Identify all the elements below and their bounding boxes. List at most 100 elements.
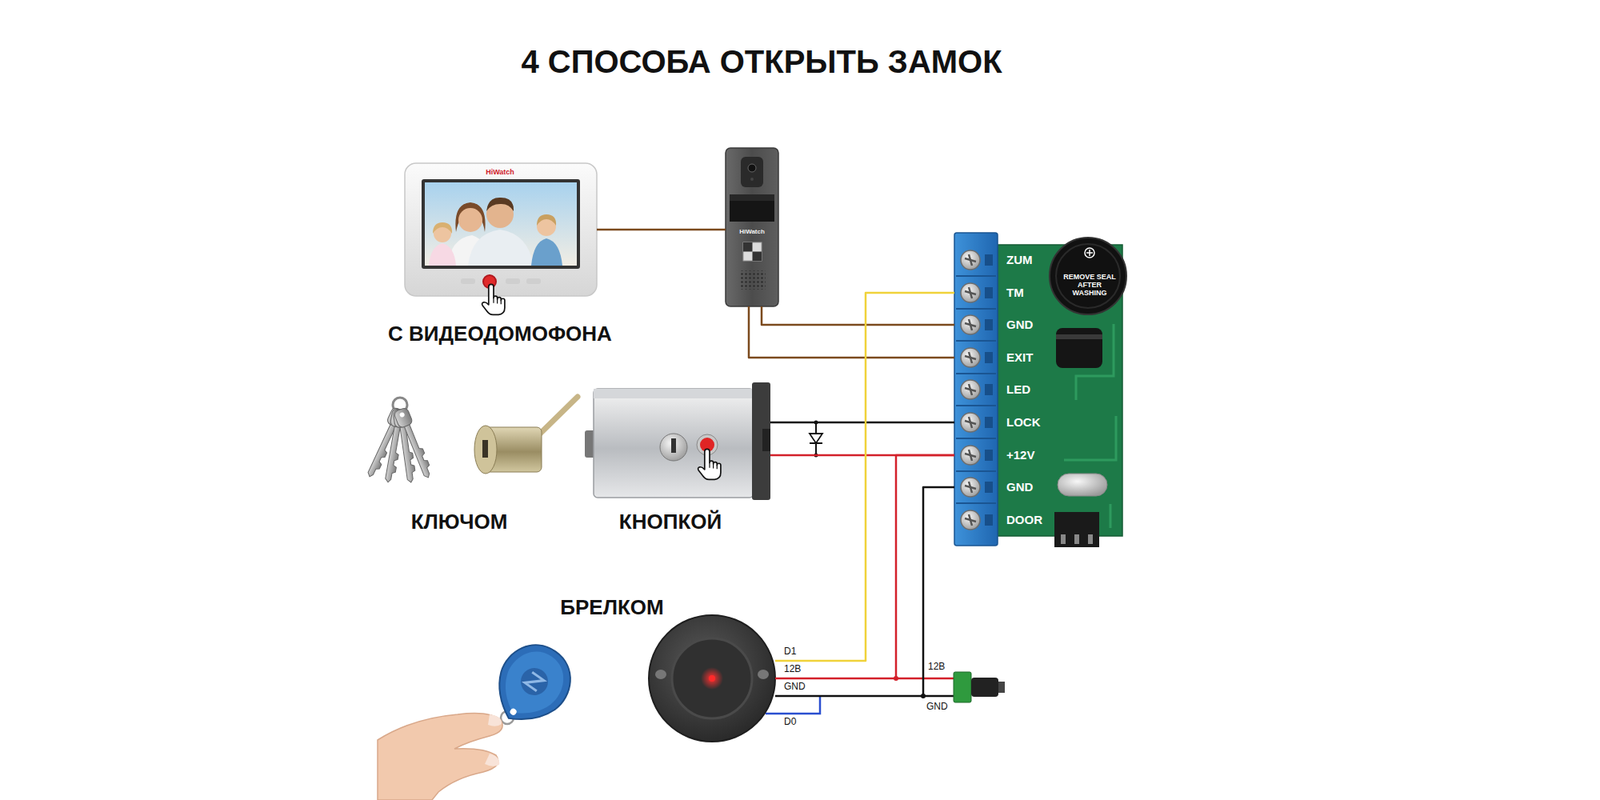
video-monitor-drawing — [505, 278, 520, 284]
connector — [1060, 534, 1066, 544]
terminal-label: TM — [1006, 285, 1024, 300]
wire — [775, 487, 955, 696]
terminal-label: EXIT — [1006, 350, 1033, 364]
video-monitor-drawing — [404, 163, 597, 315]
brand-logo: HiWatch — [485, 168, 515, 176]
terminal-label: +12V — [1006, 448, 1035, 462]
terminal-separators — [956, 372, 996, 375]
video-monitor: HiWatchС ВИДЕОДОМОФОНА — [404, 163, 597, 296]
brand-logo: HiWatch — [739, 228, 765, 236]
title: 4 СПОСОБА ОТКРЫТЬ ЗАМОК — [520, 43, 1002, 80]
controller-board-drawing — [1064, 416, 1116, 460]
keys-drawing — [393, 407, 435, 481]
mechanical-keys: КЛЮЧОМ — [382, 392, 579, 498]
terminal-label: GND — [1006, 317, 1033, 332]
power-jack — [896, 677, 954, 680]
wire — [761, 306, 955, 325]
pointer-hand — [698, 448, 721, 480]
controller-board-drawing — [1109, 504, 1112, 528]
wire — [748, 306, 955, 358]
capacitor — [1056, 328, 1103, 368]
hand-with-key-fob — [480, 631, 584, 738]
keys-drawing — [362, 396, 578, 484]
capacitor — [1056, 334, 1103, 340]
terminal-separators — [956, 276, 996, 504]
diode-symbol — [809, 433, 823, 444]
terminal-screw — [960, 250, 993, 530]
lock-cylinder — [482, 440, 488, 458]
power-jack — [953, 672, 972, 703]
terminal-screw — [960, 348, 993, 368]
wire — [775, 292, 955, 661]
d0-wire — [765, 696, 820, 714]
buzzer — [1088, 249, 1091, 256]
caption: КНОПКОЙ — [619, 510, 722, 535]
electric-lock: КНОПКОЙ — [584, 382, 771, 500]
buzzer — [1049, 237, 1127, 315]
terminal-label: DOOR — [1006, 512, 1043, 527]
family-photo — [432, 222, 452, 234]
family-photo — [531, 238, 563, 266]
call-panel-drawing — [729, 194, 775, 222]
call-panel-drawing — [739, 270, 766, 290]
connector — [1054, 512, 1100, 548]
terminal-label: LOCK — [1006, 415, 1041, 429]
call-panel-drawing — [752, 252, 763, 262]
pin-name: D0 — [784, 716, 796, 728]
buzzer — [1084, 248, 1095, 258]
hand-with-key-fob — [480, 631, 584, 738]
pin-name: 12В — [784, 664, 801, 676]
terminal-screw — [960, 477, 993, 497]
buzzer-sticker-text: REMOVE SEAL AFTER WASHING — [1063, 273, 1116, 298]
hand-with-key-fob — [489, 640, 575, 729]
video-monitor-drawing — [421, 179, 580, 269]
family-photo — [428, 197, 563, 266]
wire — [775, 455, 955, 679]
hand-with-key-fob — [515, 662, 553, 700]
video-monitor-drawing — [526, 278, 541, 284]
connector — [1088, 534, 1093, 544]
rfid-reader-drawing — [648, 615, 776, 742]
call-panel-drawing — [740, 156, 764, 188]
electric-lock-drawing — [671, 438, 676, 453]
rfid-reader: БРЕЛКОМ — [648, 615, 776, 742]
terminal-screw — [960, 510, 993, 530]
terminal-screw — [960, 445, 993, 465]
terminal-screw — [960, 315, 993, 335]
rfid-reader-drawing — [757, 669, 769, 680]
buzzer — [1056, 244, 1120, 308]
family-photo — [536, 214, 556, 226]
wire — [770, 421, 955, 424]
terminal-screw — [960, 250, 993, 270]
lock-cylinder — [537, 396, 578, 436]
call-panel-drawing — [743, 242, 753, 252]
terminal-separators — [956, 502, 996, 504]
family-photo — [486, 197, 514, 212]
hand-with-key-fob — [508, 707, 518, 716]
hand-with-key-fob — [377, 713, 503, 800]
rfid-reader-drawing — [672, 638, 752, 719]
video-monitor-drawing — [424, 182, 577, 266]
hand-with-key-fob — [377, 631, 584, 800]
capacitor — [1056, 328, 1103, 368]
electric-lock-drawing — [593, 388, 754, 498]
power-jack — [998, 681, 1005, 693]
buzzer — [1049, 237, 1127, 315]
call-panel: HiWatch — [725, 148, 779, 307]
electric-lock-drawing — [584, 382, 771, 500]
call-panel-drawing — [725, 148, 779, 307]
pin-name: GND — [926, 701, 948, 713]
call-panel-drawing — [750, 177, 754, 181]
terminal-separators — [956, 470, 996, 472]
pointer-hand — [482, 284, 505, 315]
video-monitor-drawing — [460, 278, 476, 284]
terminal-separators — [956, 340, 996, 342]
electric-lock-drawing — [762, 428, 771, 452]
pin-name: D1 — [784, 646, 796, 658]
call-panel-drawing — [729, 194, 775, 201]
terminal-screw — [960, 283, 993, 303]
electric-lock-drawing — [593, 388, 754, 399]
caption: БРЕЛКОМ — [560, 596, 664, 620]
